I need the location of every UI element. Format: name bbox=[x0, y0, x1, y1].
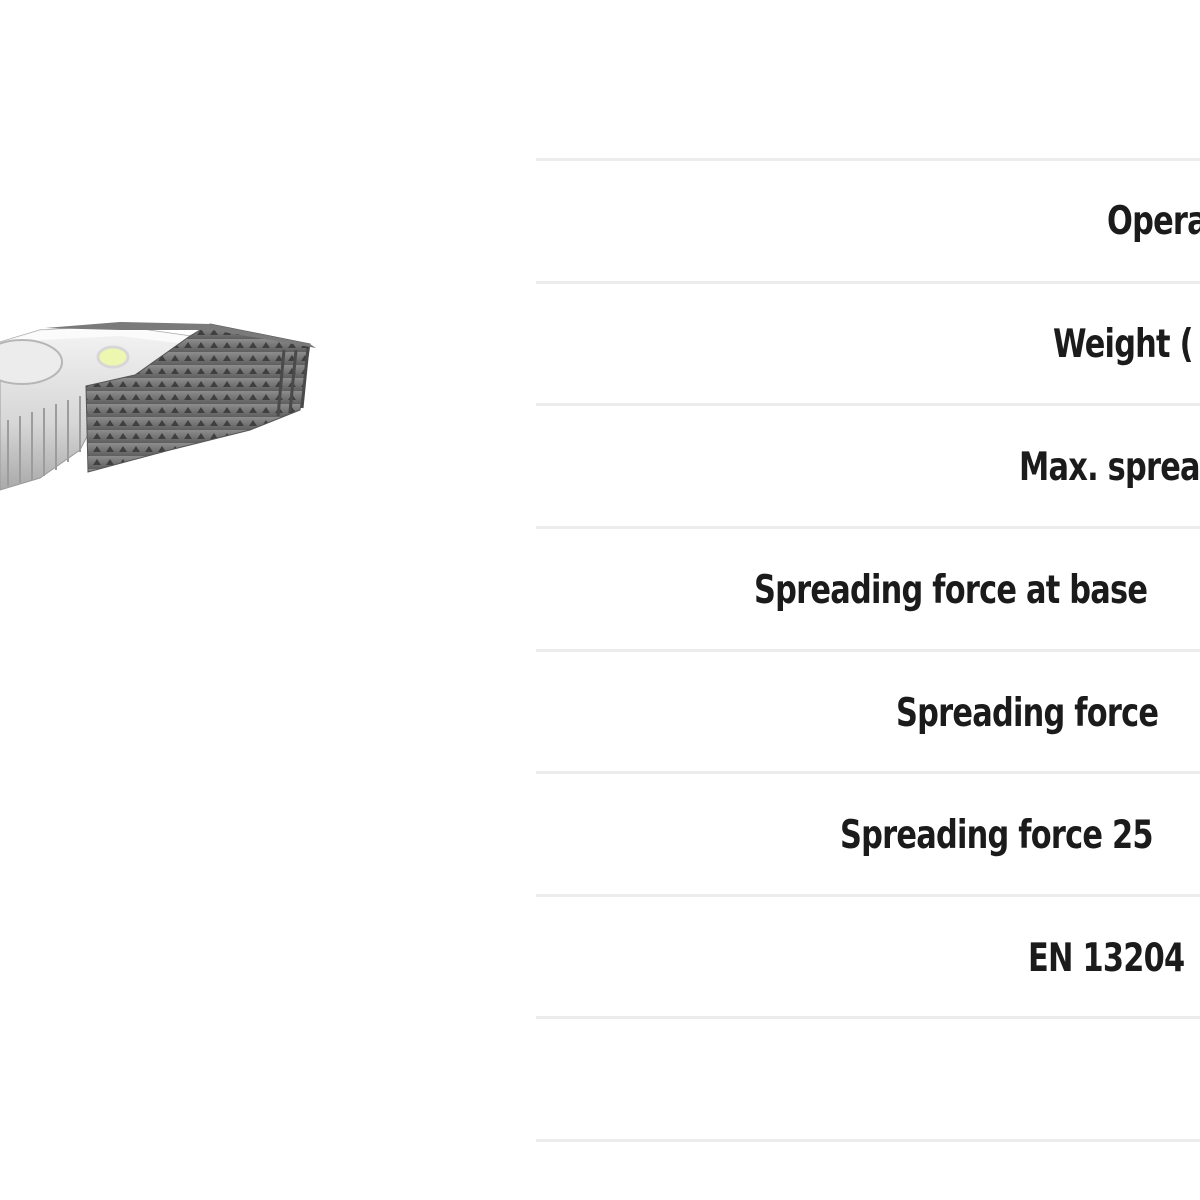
spec-label-en-13204: EN 13204 bbox=[1028, 936, 1185, 981]
row-divider bbox=[536, 894, 1200, 897]
row-divider bbox=[536, 649, 1200, 652]
row-divider bbox=[536, 403, 1200, 406]
spec-label-max-spreading: Max. sprea bbox=[1019, 445, 1200, 490]
row-divider bbox=[536, 158, 1200, 161]
row-divider bbox=[536, 771, 1200, 774]
spec-label-spreading-force: Spreading force bbox=[896, 691, 1159, 736]
spreader-tip-illustration bbox=[0, 322, 316, 491]
spec-label-spreading-force-base: Spreading force at base bbox=[754, 568, 1148, 613]
spec-label-weight: Weight ( bbox=[1053, 322, 1194, 367]
row-divider bbox=[536, 1016, 1200, 1019]
spec-label-spreading-force-25: Spreading force 25 bbox=[840, 813, 1154, 858]
spec-table: Opera Weight ( Max. sprea Spreading forc… bbox=[536, 0, 1200, 1200]
row-divider bbox=[536, 526, 1200, 529]
spec-label-operating: Opera bbox=[1107, 199, 1200, 244]
product-image bbox=[0, 300, 330, 510]
row-divider bbox=[536, 1139, 1200, 1142]
row-divider bbox=[536, 281, 1200, 284]
